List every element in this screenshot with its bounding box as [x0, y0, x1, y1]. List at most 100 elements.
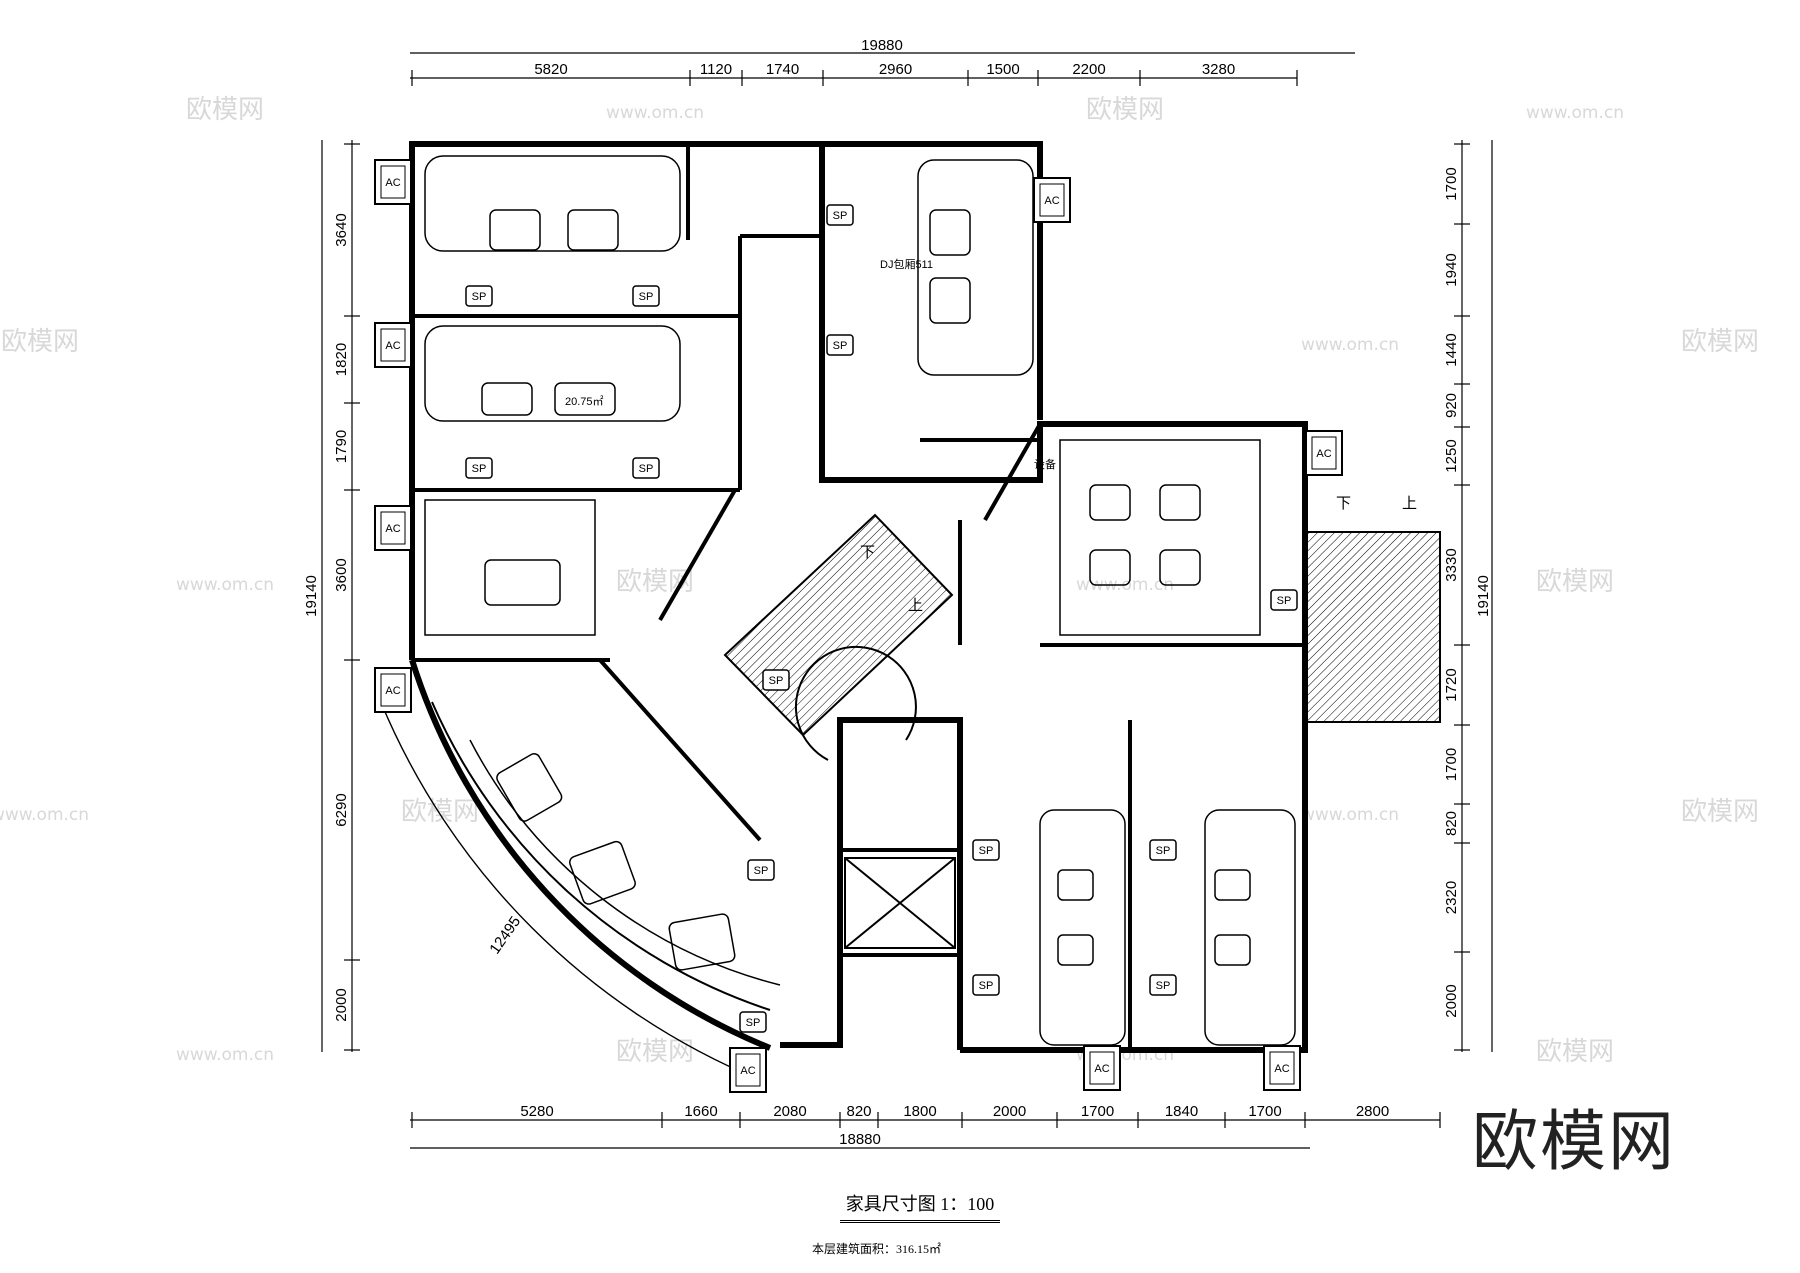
watermark: 欧模网	[1681, 327, 1759, 357]
stair-up-label: 上	[908, 597, 923, 614]
ext-stair-down: 下	[1336, 495, 1351, 512]
dimension-right	[1461, 140, 1493, 1052]
area-note: 本层建筑面积：316.15㎡	[812, 1242, 942, 1256]
dim-segment: 2800	[1356, 1103, 1389, 1120]
sp-tag-label: SP	[746, 1017, 761, 1029]
ac-unit-inner	[1269, 1051, 1295, 1085]
ac-unit-label: AC	[1044, 195, 1059, 207]
sp-tag-label: SP	[1277, 595, 1292, 607]
dim-segment: 1500	[986, 61, 1019, 78]
dim-segment: 3280	[1202, 61, 1235, 78]
ac-unit-inner	[1311, 436, 1337, 470]
dim-segment: 1840	[1165, 1103, 1198, 1120]
dim-segment: 1120	[700, 61, 732, 78]
sp-tag-box	[972, 839, 1000, 861]
sp-tag-label: SP	[979, 845, 994, 857]
dim-segment: 2960	[879, 61, 912, 78]
sp-tag-label: SP	[979, 980, 994, 992]
dim-segment: 1720	[1443, 668, 1460, 701]
dim-segment: 3600	[333, 558, 350, 591]
dimension-top	[410, 52, 1355, 79]
dim-segment: 1250	[1443, 439, 1460, 472]
sp-tag-box	[632, 457, 660, 479]
ac-unit-inner	[735, 1053, 761, 1087]
ac-unit-label: AC	[385, 685, 400, 697]
ac-unit-label: AC	[385, 340, 400, 352]
drawing-title: 家具尺寸图 1：100	[815, 1190, 1025, 1223]
watermark: www.om.cn	[176, 1045, 274, 1065]
ac-unit-label: AC	[740, 1065, 755, 1077]
dim-segment: 1700	[1248, 1103, 1281, 1120]
spiral-stair	[794, 645, 917, 761]
dim-segment: 1440	[1443, 333, 1460, 366]
dim-segment: 2000	[993, 1103, 1026, 1120]
sp-tag-box	[465, 457, 493, 479]
sp-tag-label: SP	[1156, 845, 1171, 857]
sp-tag-box	[826, 204, 854, 226]
ac-unit-inner	[380, 511, 406, 545]
watermark: www.om.cn	[0, 805, 89, 825]
dim-left-total: 19140	[303, 575, 320, 617]
watermark: 欧模网	[1, 327, 79, 357]
sp-tag-label: SP	[472, 291, 487, 303]
dim-segment: 1790	[333, 430, 350, 463]
dimension-left	[321, 140, 353, 1052]
dim-segment: 820	[1443, 811, 1460, 836]
ext-stair-up: 上	[1402, 495, 1417, 512]
sp-tag-box	[972, 974, 1000, 996]
dim-segment: 1660	[684, 1103, 717, 1120]
exterior-stair	[1304, 531, 1441, 723]
sp-tag-box	[762, 669, 790, 691]
watermark-layer: 欧模网 www.om.cn 欧模网 www.om.cn 欧模网 www.om.cn 欧模网 w…	[0, 95, 1759, 1067]
watermark: www.om.cn	[606, 103, 704, 123]
watermark: 欧模网	[186, 95, 264, 125]
ac-unit-inner	[380, 328, 406, 362]
dimension-right-segments: 1700194014409201250333017201700820232020…	[1443, 143, 1470, 1051]
dim-segment: 3640	[333, 213, 350, 246]
sp-tag-label: SP	[769, 675, 784, 687]
sp-tag-label: SP	[833, 340, 848, 352]
dimension-bottom	[410, 1119, 1440, 1149]
dim-top-total: 19880	[861, 37, 903, 54]
dim-segment: 2200	[1072, 61, 1105, 78]
watermark: 欧模网	[401, 797, 479, 827]
watermark: 欧模网	[1536, 1037, 1614, 1067]
curved-inner-wall	[431, 701, 771, 1011]
arc-dimension: 12495	[486, 913, 524, 957]
interior-partitions	[412, 144, 1305, 1050]
elevator	[844, 857, 956, 949]
room-dj-label: DJ包厢511	[880, 258, 933, 271]
dim-segment: 1800	[903, 1103, 936, 1120]
dim-bottom-total: 18880	[839, 1131, 881, 1148]
ac-unit-label: AC	[1274, 1063, 1289, 1075]
ac-unit-inner	[1089, 1051, 1115, 1085]
dim-segment: 1740	[766, 61, 799, 78]
ac-unit-label: AC	[1094, 1063, 1109, 1075]
curved-exterior-wall	[409, 659, 772, 1051]
ac-unit-label: AC	[385, 177, 400, 189]
ac-unit-label: AC	[385, 523, 400, 535]
sp-tag-box	[1149, 839, 1177, 861]
dim-segment: 5280	[520, 1103, 553, 1120]
dim-right-total: 19140	[1475, 575, 1492, 617]
watermark: www.om.cn	[176, 575, 274, 595]
sp-tag-box	[465, 285, 493, 307]
sp-tag-label: SP	[1156, 980, 1171, 992]
ac-unit-inner	[380, 165, 406, 199]
dim-segment: 2320	[1443, 881, 1460, 914]
stair-down-label: 下	[860, 544, 875, 561]
dim-segment: 3330	[1443, 548, 1460, 581]
watermark: 欧模网	[1086, 95, 1164, 125]
brand-logo: 欧模网	[1472, 1103, 1676, 1180]
sp-tag-box	[747, 859, 775, 881]
dim-segment: 2000	[1443, 984, 1460, 1017]
equipment-label: 设备	[1034, 457, 1056, 471]
sp-tag-box	[739, 1011, 767, 1033]
watermark: www.om.cn	[1526, 103, 1624, 123]
sp-tag-label: SP	[639, 291, 654, 303]
